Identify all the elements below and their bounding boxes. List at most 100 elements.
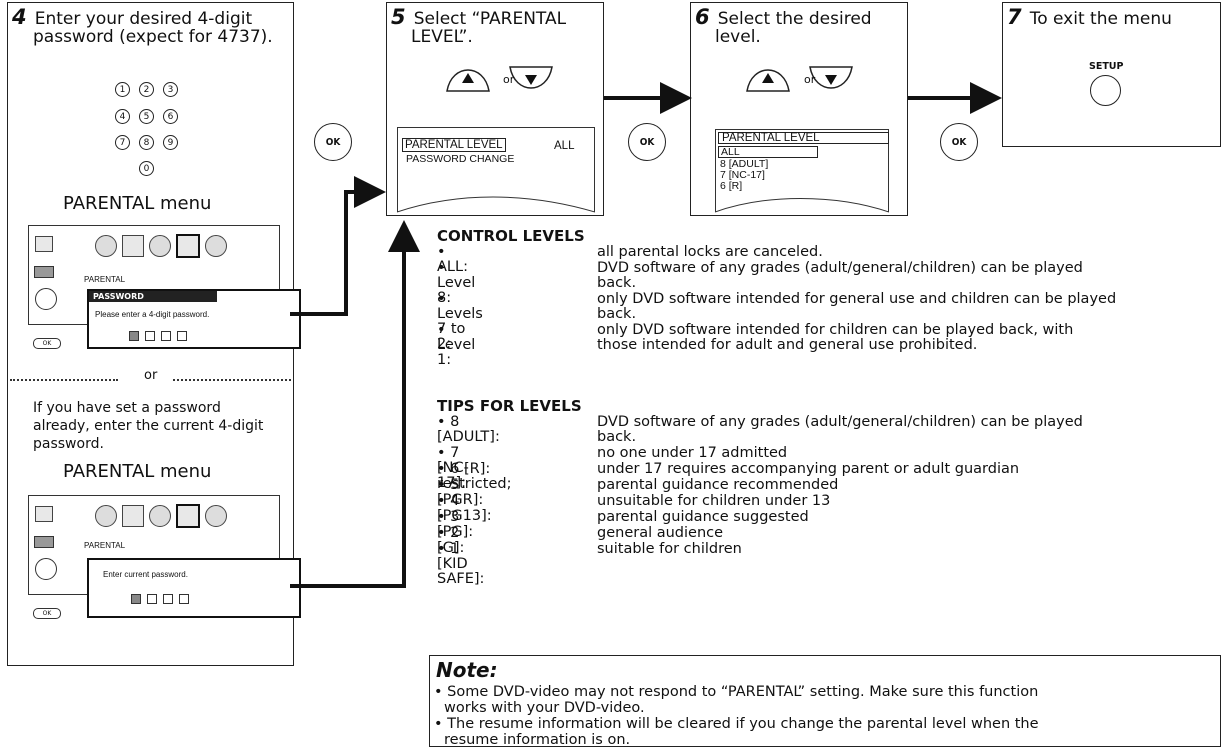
tip-description-line: parental guidance recommended xyxy=(597,477,839,493)
disc-icon xyxy=(95,235,117,257)
note-bullet-1: • Some DVD-video may not respond to “PAR… xyxy=(434,684,1038,716)
key-1[interactable]: 1 xyxy=(115,82,130,97)
key-0[interactable]: 0 xyxy=(139,161,154,176)
control-level-description-line: back. xyxy=(597,306,637,322)
control-level-description-line: DVD software of any grades (adult/genera… xyxy=(597,260,1083,276)
tip-description-line: general audience xyxy=(597,525,724,541)
step5-arrow-buttons xyxy=(446,66,553,92)
password-change-label: PASSWORD CHANGE xyxy=(406,153,515,165)
tip-key: • 8 [ADULT]: xyxy=(437,414,500,445)
note-box: Note: • Some DVD-video may not respond t… xyxy=(429,655,1221,748)
password-prompt: Please enter a 4-digit password. xyxy=(95,310,210,319)
parental-level-row: PARENTAL LEVEL xyxy=(402,138,506,152)
control-level-description: DVD software of any grades (adult/genera… xyxy=(597,261,1177,291)
alt-line3: password. xyxy=(33,436,104,452)
control-level-key: • ALL: xyxy=(437,244,468,275)
tv-icon xyxy=(35,236,53,252)
tip-description-line: back. xyxy=(597,429,637,445)
level-all[interactable]: ALL xyxy=(718,146,818,158)
step5-text-line1: Select “PARENTAL xyxy=(413,9,567,29)
tip-description: parental guidance recommended xyxy=(597,478,1177,493)
tip-description-line: under 17 requires accompanying parent or… xyxy=(597,461,1020,477)
level-7[interactable]: 7 [NC-17] xyxy=(720,169,765,181)
control-level-key: • Levels 7 to 2: xyxy=(437,291,483,352)
step4-text-line1: Enter your desired 4-digit xyxy=(34,9,253,29)
tip-key: • 3 [PG]: xyxy=(437,509,474,540)
up-arrow-icon[interactable] xyxy=(446,69,490,92)
control-level-description-line: only DVD software intended for general u… xyxy=(597,291,1117,307)
tv-icon xyxy=(35,506,53,522)
key-5[interactable]: 5 xyxy=(139,109,154,124)
tip-key: • 4 [PG13]: xyxy=(437,493,492,524)
key-8[interactable]: 8 xyxy=(139,135,154,150)
password-boxes xyxy=(129,325,299,344)
parental-level-label: PARENTAL LEVEL xyxy=(402,138,506,152)
step5-heading: 5 Select “PARENTAL xyxy=(391,5,566,29)
tip-description: DVD software of any grades (adult/genera… xyxy=(597,415,1177,445)
parental-menu-title-2: PARENTAL menu xyxy=(63,461,212,482)
lock-icon xyxy=(176,234,200,258)
up-arrow-icon[interactable] xyxy=(746,69,790,92)
lock-icon xyxy=(176,504,200,528)
alt-line2: already, enter the current 4-digit xyxy=(33,418,264,434)
current-prompt: Enter current password. xyxy=(103,570,188,579)
current-password-boxes xyxy=(131,588,299,607)
arrow-password-to-step5 xyxy=(290,176,386,316)
down-arrow-icon[interactable] xyxy=(809,66,853,89)
setup-button[interactable] xyxy=(1090,75,1121,106)
alt-instructions: If you have set a password already, ente… xyxy=(33,399,263,453)
key-2[interactable]: 2 xyxy=(139,82,154,97)
display-icon xyxy=(122,235,144,257)
remote-icon xyxy=(34,266,54,278)
tip-description: under 17 requires accompanying parent or… xyxy=(597,462,1177,477)
key-7[interactable]: 7 xyxy=(115,135,130,150)
tip-description: unsuitable for children under 13 xyxy=(597,494,1177,509)
dpad-icon xyxy=(35,288,57,310)
tip-description-line: suitable for children xyxy=(597,541,742,557)
tips-title: TIPS FOR LEVELS xyxy=(437,397,582,415)
note-title: Note: xyxy=(436,658,498,682)
step6-heading: 6 Select the desired xyxy=(695,5,872,29)
control-level-description-line: only DVD software intended for children … xyxy=(597,322,1074,338)
note-bullet-1-line1: • Some DVD-video may not respond to “PAR… xyxy=(434,684,1039,700)
key-6[interactable]: 6 xyxy=(163,109,178,124)
step6-or-label: or xyxy=(804,73,816,86)
level-8[interactable]: 8 [ADULT] xyxy=(720,158,769,170)
ok-button-2[interactable]: OK xyxy=(628,123,666,161)
ok-small-1: OK xyxy=(33,338,61,349)
current-password-dialog: Enter current password. xyxy=(87,558,301,618)
down-arrow-icon[interactable] xyxy=(509,66,553,89)
tip-description: suitable for children xyxy=(597,542,1177,557)
step5-text-line2: LEVEL”. xyxy=(411,27,473,47)
control-level-description-line: all parental locks are canceled. xyxy=(597,244,823,260)
step6-number: 6 xyxy=(695,5,710,29)
tip-description: general audience xyxy=(597,526,1177,541)
step7-number: 7 xyxy=(1007,5,1022,29)
level-6[interactable]: 6 [R] xyxy=(720,180,743,192)
tip-key: • 2 [G]: xyxy=(437,525,465,556)
ok-button-1[interactable]: OK xyxy=(314,123,352,161)
key-3[interactable]: 3 xyxy=(163,82,178,97)
dpad-icon xyxy=(35,558,57,580)
note-bullet-2-line2: resume information is on. xyxy=(444,732,631,748)
password-bar: PASSWORD xyxy=(89,291,217,302)
step6-screen: PARENTAL LEVEL ALL 8 [ADULT] 7 [NC-17] 6… xyxy=(715,129,889,213)
others-icon xyxy=(205,505,227,527)
ok-small-2: OK xyxy=(33,608,61,619)
remote-icon xyxy=(34,536,54,548)
menu-tab-label-2: PARENTAL xyxy=(84,541,126,550)
tip-key: • 6 [R]: restricted; xyxy=(437,461,512,492)
tip-description-line: unsuitable for children under 13 xyxy=(597,493,831,509)
password-dialog: PASSWORD Please enter a 4-digit password… xyxy=(87,289,301,349)
alt-line1: If you have set a password xyxy=(33,400,221,416)
ok-button-3[interactable]: OK xyxy=(940,123,978,161)
display-icon xyxy=(122,505,144,527)
key-4[interactable]: 4 xyxy=(115,109,130,124)
step5-number: 5 xyxy=(391,5,406,29)
tip-description-line: parental guidance suggested xyxy=(597,509,809,525)
step5-or-label: or xyxy=(503,73,515,86)
key-9[interactable]: 9 xyxy=(163,135,178,150)
control-level-key: • Level 1: xyxy=(437,322,476,368)
note-bullet-2-line1: • The resume information will be cleared… xyxy=(434,716,1039,732)
